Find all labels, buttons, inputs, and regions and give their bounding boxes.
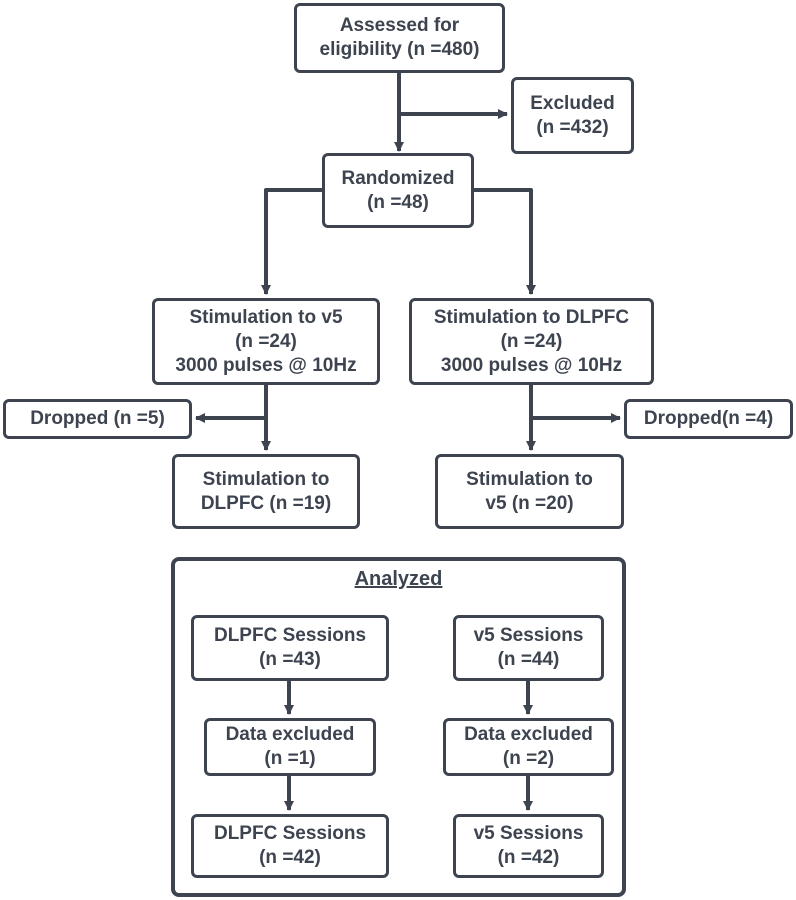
stim-v5-20-line-2: v5 (n =20) bbox=[485, 492, 574, 514]
dropped-right-box: Dropped(n =4) bbox=[624, 399, 793, 439]
v5-sessions-44-box: v5 Sessions (n =44) bbox=[453, 615, 604, 681]
v5-sessions-42-box: v5 Sessions (n =42) bbox=[453, 814, 604, 878]
dlpfc-sessions-42-line-1: DLPFC Sessions bbox=[213, 823, 367, 844]
dropped-right-label: Dropped(n =4) bbox=[643, 408, 774, 429]
dlpfc-sessions-43-line-2: (n =43) bbox=[259, 649, 321, 670]
excluded-line-1: Excluded bbox=[530, 92, 615, 114]
analyzed-container bbox=[171, 557, 626, 897]
data-excluded-1-line-2: (n =1) bbox=[264, 748, 316, 769]
stim-v5-20-line-1: Stimulation to bbox=[466, 468, 593, 490]
excluded-line-2: (n =432) bbox=[536, 116, 609, 138]
excluded-box: Excluded (n =432) bbox=[511, 77, 634, 154]
assessed-line-1: Assessed for bbox=[339, 15, 460, 36]
stim-dlpfc-19-line-1: Stimulation to bbox=[202, 468, 330, 490]
data-excluded-1-line-1: Data excluded bbox=[225, 724, 355, 745]
stim-v5-line-2: (n =24) bbox=[235, 330, 297, 352]
dlpfc-sessions-43-box: DLPFC Sessions (n =43) bbox=[191, 615, 389, 681]
stim-dlpfc-line-2: (n =24) bbox=[500, 330, 563, 352]
dropped-left-box: Dropped (n =5) bbox=[3, 399, 192, 439]
data-excluded-2-line-2: (n =2) bbox=[502, 748, 555, 769]
data-excluded-2-box: Data excluded (n =2) bbox=[443, 718, 614, 776]
stim-dlpfc-19-box: Stimulation to DLPFC (n =19) bbox=[172, 454, 360, 529]
data-excluded-2-line-1: Data excluded bbox=[464, 724, 593, 745]
v5-sessions-44-line-2: (n =44) bbox=[497, 649, 560, 670]
stim-dlpfc-line-1: Stimulation to DLPFC bbox=[433, 306, 630, 328]
randomized-line-2: (n =48) bbox=[367, 191, 429, 213]
randomized-line-1: Randomized bbox=[341, 167, 455, 189]
stim-v5-line-1: Stimulation to v5 bbox=[189, 306, 343, 328]
assessed-box: Assessed for eligibility (n =480) bbox=[294, 3, 505, 73]
v5-sessions-44-line-1: v5 Sessions bbox=[473, 625, 584, 646]
stim-dlpfc-line-3: 3000 pulses @ 10Hz bbox=[440, 354, 623, 376]
dlpfc-sessions-43-line-1: DLPFC Sessions bbox=[213, 625, 367, 646]
stim-v5-box: Stimulation to v5 (n =24) 3000 pulses @ … bbox=[152, 298, 380, 385]
dlpfc-sessions-42-box: DLPFC Sessions (n =42) bbox=[191, 814, 389, 878]
dropped-left-label: Dropped (n =5) bbox=[30, 408, 165, 429]
stim-dlpfc-19-line-2: DLPFC (n =19) bbox=[200, 492, 332, 514]
arrow-randomized-to-dlpfc bbox=[474, 188, 536, 295]
stim-v5-line-3: 3000 pulses @ 10Hz bbox=[175, 354, 357, 376]
v5-sessions-42-line-2: (n =42) bbox=[497, 847, 560, 868]
analyzed-heading: Analyzed bbox=[354, 568, 443, 590]
assessed-line-2: eligibility (n =480) bbox=[319, 39, 480, 60]
dlpfc-sessions-42-line-2: (n =42) bbox=[259, 847, 321, 868]
stim-dlpfc-box: Stimulation to DLPFC (n =24) 3000 pulses… bbox=[409, 298, 654, 385]
data-excluded-1-box: Data excluded (n =1) bbox=[204, 718, 376, 776]
randomized-box: Randomized (n =48) bbox=[322, 153, 474, 228]
v5-sessions-42-line-1: v5 Sessions bbox=[473, 823, 584, 844]
arrow-randomized-to-v5 bbox=[261, 188, 322, 295]
stim-v5-20-box: Stimulation to v5 (n =20) bbox=[435, 454, 624, 529]
